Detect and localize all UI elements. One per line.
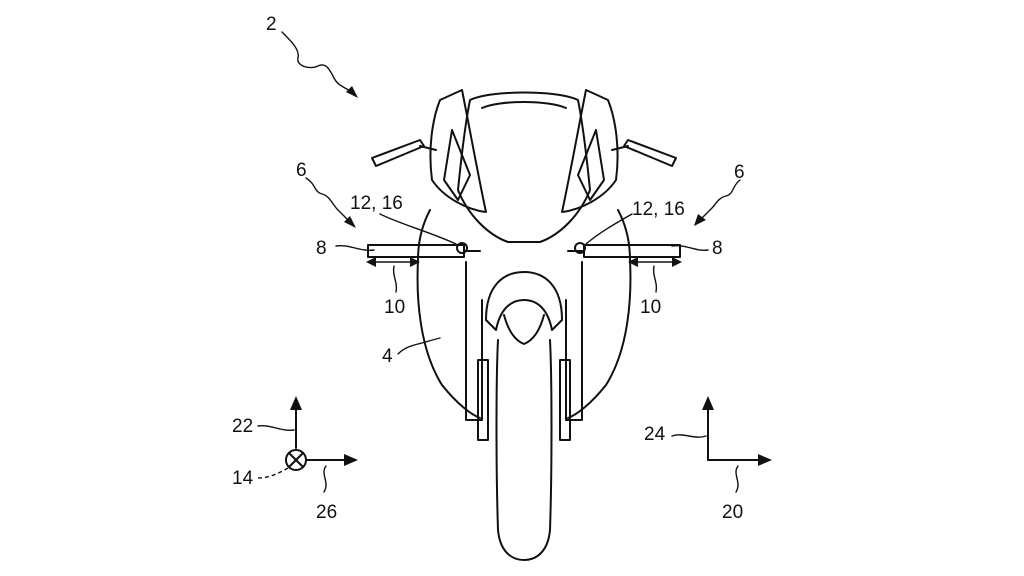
- ref-2: 2: [266, 14, 277, 35]
- fork-left: [465, 261, 483, 421]
- leader-8-right: [671, 244, 709, 252]
- ref-12-16-left: 12, 16: [350, 193, 403, 214]
- leader-12-left: [379, 213, 457, 245]
- leader-24: [671, 434, 707, 438]
- front-mudguard: [485, 271, 563, 331]
- ref-4: 4: [382, 346, 393, 367]
- ref-10-left: 10: [384, 297, 405, 318]
- fork-right: [565, 261, 583, 421]
- leader-22: [257, 424, 295, 432]
- leader-26: [323, 465, 327, 493]
- leader-10-left: [392, 265, 398, 293]
- ref-8-right: 8: [712, 238, 723, 259]
- leader-10-right: [652, 265, 658, 293]
- ref-22: 22: [232, 416, 253, 437]
- ref-24: 24: [644, 424, 666, 445]
- leader-8-left: [335, 244, 375, 252]
- ref-10-right: 10: [640, 297, 661, 318]
- ref-6-right: 6: [734, 162, 745, 183]
- sensor-device-right: [567, 213, 709, 293]
- ref-14: 14: [232, 468, 254, 489]
- coordinate-system-right: [671, 396, 772, 493]
- ref-12-16-right: 12, 16: [632, 199, 685, 220]
- headlight-left: [429, 89, 487, 213]
- coordinate-system-left: [257, 396, 358, 493]
- pivot-joint-right: [574, 242, 586, 254]
- fairing-outline: [416, 259, 481, 419]
- leader-20: [735, 465, 739, 493]
- ref-20: 20: [722, 502, 743, 523]
- arrow-ref-2: [281, 31, 353, 93]
- sensor-device-left: [335, 213, 481, 293]
- sensor-bar-right: [583, 244, 681, 258]
- mirror-left: [371, 139, 425, 167]
- mirror-right: [623, 139, 677, 167]
- headlight-right: [561, 89, 619, 213]
- pivot-joint-left: [456, 242, 468, 254]
- upper-fairing: [457, 91, 591, 243]
- sensor-bar-left: [367, 244, 465, 258]
- axis-into-page-symbol: [285, 449, 307, 471]
- leader-4: [397, 337, 441, 355]
- ref-8-left: 8: [316, 238, 327, 259]
- ref-6-left: 6: [296, 160, 307, 181]
- ref-26: 26: [316, 502, 337, 523]
- leader-12-right: [585, 213, 633, 245]
- front-wheel: [495, 339, 553, 561]
- motorcycle: [371, 89, 677, 561]
- leader-14: [257, 467, 289, 479]
- arrow-ref-6-left: [305, 177, 351, 223]
- arrow-ref-6-right: [699, 179, 741, 221]
